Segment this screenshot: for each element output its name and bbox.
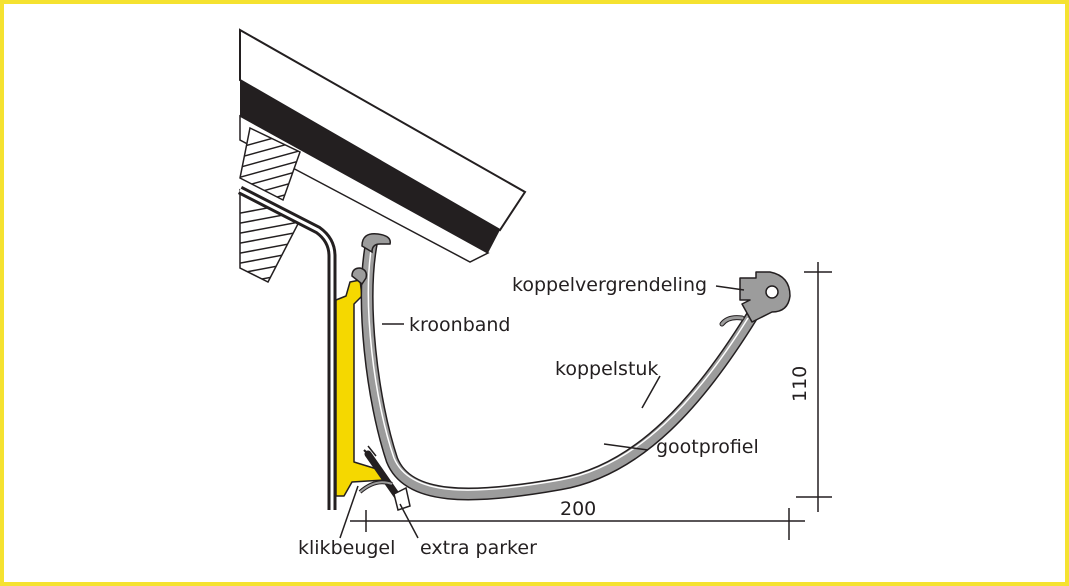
kroonband-bead [361, 233, 391, 254]
roof-band [240, 80, 500, 253]
leader-koppelstuk [641, 375, 661, 409]
label-dimension-width: 200 [560, 498, 596, 520]
label-gootprofiel: gootprofiel [656, 436, 759, 458]
leader-klikbeugel [339, 485, 359, 539]
leader-koppelvergrendeling [715, 285, 745, 291]
klikbeugel-bracket [335, 279, 385, 497]
dimension-height [796, 262, 832, 512]
label-extra-parker: extra parker [420, 537, 537, 559]
koppelvergrendeling-shape [739, 271, 791, 323]
leader-gootprofiel [603, 443, 649, 451]
rear-hook [351, 267, 368, 286]
extra-parker-screw [358, 445, 411, 511]
label-klikbeugel: klikbeugel [298, 537, 395, 559]
roof-underside [239, 114, 490, 263]
label-dimension-height: 110 [789, 366, 811, 402]
label-koppelvergrendeling: koppelvergrendeling [512, 274, 707, 296]
label-kroonband: kroonband [409, 314, 511, 336]
label-koppelstuk: koppelstuk [555, 358, 658, 380]
dimension-width [350, 508, 805, 540]
